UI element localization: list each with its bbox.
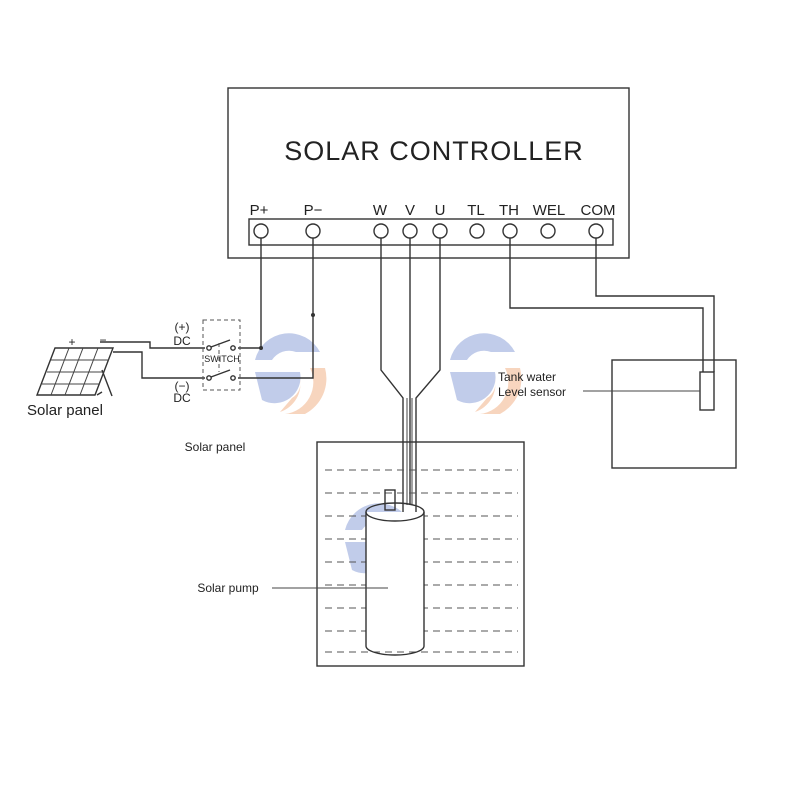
dc-switch: SWITCH	[202, 319, 241, 391]
terminal-w	[373, 223, 389, 239]
terminal-u	[432, 223, 448, 239]
controller-box	[227, 87, 630, 259]
terminal-tl	[469, 223, 485, 239]
dc-power-wiring	[100, 238, 315, 379]
watermark-logo	[450, 333, 522, 414]
terminal-wel	[540, 223, 556, 239]
terminal-com	[588, 223, 604, 239]
terminal-th	[502, 223, 518, 239]
level-sensor-wiring	[509, 238, 715, 372]
terminal-label-p-minus: P−	[304, 202, 323, 219]
pump-cable	[380, 238, 441, 505]
tank-sensor-label-line2: Level sensor	[498, 385, 566, 399]
terminal-label-w: W	[373, 202, 388, 219]
solar-pump-body	[365, 489, 425, 656]
controller-title: SOLAR CONTROLLER	[284, 136, 584, 166]
terminal-label-wel: WEL	[533, 202, 566, 219]
water-well	[316, 441, 525, 667]
dc-minus-sign: (−)	[175, 379, 190, 393]
solar-panel-icon	[35, 347, 115, 397]
level-sensor-probe	[699, 371, 715, 411]
tank-sensor-label-line1: Tank water	[498, 370, 556, 384]
water-tank	[611, 359, 737, 469]
terminal-p-plus	[253, 223, 269, 239]
terminal-label-com: COM	[581, 202, 616, 219]
terminal-label-th: TH	[499, 202, 519, 219]
terminal-p-minus	[305, 223, 321, 239]
panel-minus-sign: −	[99, 333, 106, 347]
terminal-strip	[248, 218, 614, 246]
solar-pump-label: Solar pump	[197, 581, 259, 595]
terminal-label-v: V	[405, 202, 415, 219]
dc-minus-label: DC	[173, 391, 191, 405]
solar-panel-text: Solar panel	[185, 440, 246, 454]
terminal-label-p-plus: P+	[250, 202, 269, 219]
watermark-logo	[255, 333, 327, 414]
panel-plus-sign: +	[68, 335, 75, 349]
terminal-v	[402, 223, 418, 239]
dc-plus-label: DC	[173, 334, 191, 348]
switch-label: SWITCH	[204, 354, 240, 364]
dc-plus-sign: (+)	[175, 320, 190, 334]
terminal-label-tl: TL	[467, 202, 485, 219]
solar-panel-icon-label: Solar panel	[27, 402, 103, 419]
terminal-label-u: U	[435, 202, 446, 219]
